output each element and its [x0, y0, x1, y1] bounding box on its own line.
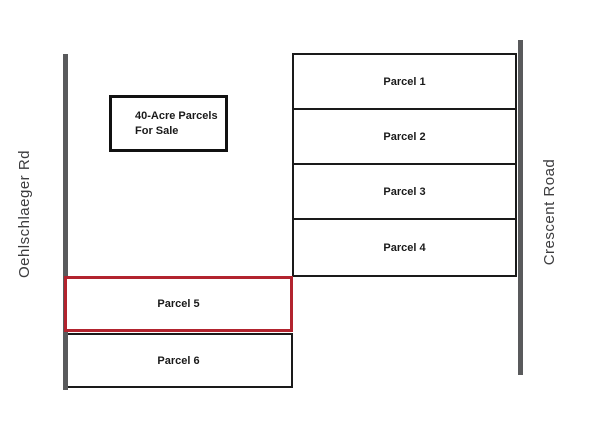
parcel-5-label: Parcel 5 [157, 298, 200, 310]
right-road-line [518, 40, 523, 375]
parcel-4: Parcel 4 [294, 220, 515, 275]
parcel-2: Parcel 2 [294, 110, 515, 165]
left-road-line [63, 54, 68, 390]
east-parcel-group: Parcel 1 Parcel 2 Parcel 3 Parcel 4 [292, 53, 517, 277]
parcel-2-label: Parcel 2 [383, 130, 426, 143]
right-road-label: Crescent Road [541, 158, 558, 266]
parcel-1-label: Parcel 1 [383, 75, 426, 88]
parcel-3-label: Parcel 3 [383, 185, 426, 198]
for-sale-sign-line1: 40-Acre Parcels [135, 110, 218, 122]
parcel-6: Parcel 6 [64, 333, 293, 388]
parcel-4-label: Parcel 4 [383, 241, 426, 254]
for-sale-sign: 40-Acre Parcels For Sale [109, 95, 228, 152]
parcel-5-highlighted: Parcel 5 [64, 276, 293, 332]
parcel-3: Parcel 3 [294, 165, 515, 220]
left-road-label: Oehlschlaeger Rd [16, 149, 33, 279]
for-sale-sign-line2: For Sale [135, 125, 179, 137]
parcel-1: Parcel 1 [294, 55, 515, 110]
parcel-6-label: Parcel 6 [157, 354, 200, 367]
